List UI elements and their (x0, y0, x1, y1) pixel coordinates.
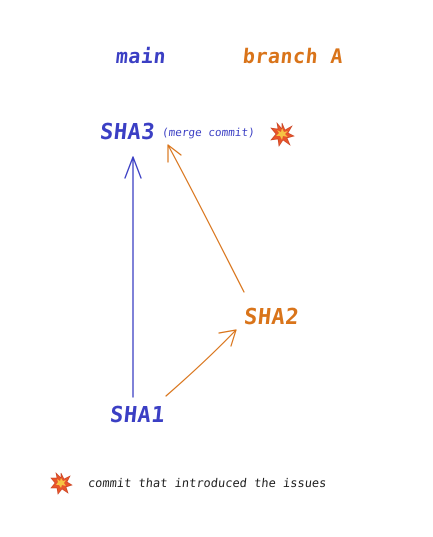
arrow-sha2-to-sha3 (167, 144, 245, 293)
arrow-sha1-to-sha2 (165, 329, 237, 397)
collision-icon (270, 121, 295, 147)
legend-collision-icon (50, 472, 73, 495)
arrow-sha1-to-sha3 (124, 156, 142, 398)
